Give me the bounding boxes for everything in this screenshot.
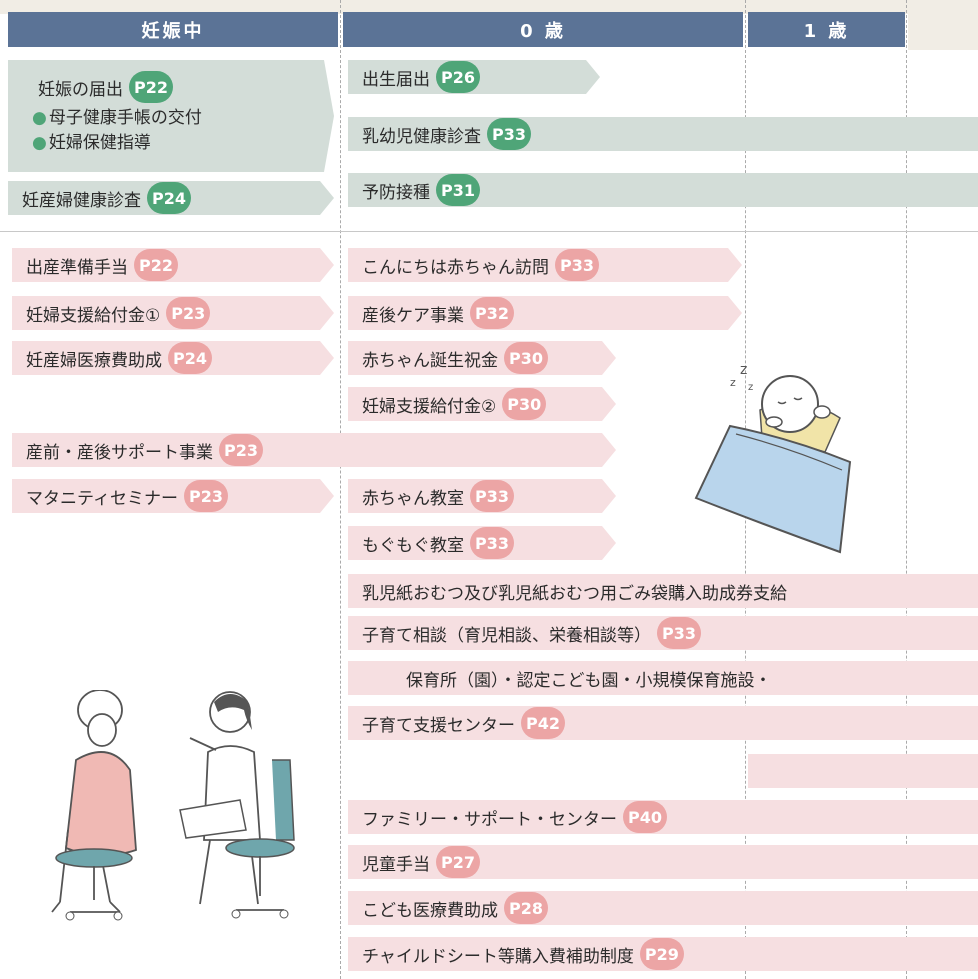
- page-badge[interactable]: P27: [436, 846, 480, 878]
- divider-pregnancy-age0: [340, 0, 341, 979]
- service-bar: 保育所（園）・認定こども園・小規模保育施設・: [348, 661, 978, 695]
- page-badge[interactable]: P22: [134, 249, 178, 281]
- mother-doctor-illustration: [51, 690, 295, 921]
- svg-text:z: z: [730, 376, 736, 389]
- page-badge[interactable]: P26: [436, 61, 480, 93]
- top-strip: [0, 0, 978, 14]
- page-badge[interactable]: P31: [436, 174, 480, 206]
- page-badge[interactable]: P42: [521, 707, 565, 739]
- page-badge[interactable]: P29: [639, 938, 684, 970]
- page-badge[interactable]: P33: [487, 118, 531, 150]
- sleeping-baby-illustration: z z z: [694, 362, 852, 554]
- svg-text:z: z: [748, 382, 753, 393]
- divider-age1-age2: [906, 0, 907, 979]
- page-badge[interactable]: P24: [168, 342, 212, 374]
- page-badge[interactable]: P33: [555, 249, 599, 281]
- page-badge[interactable]: P30: [502, 388, 546, 420]
- bullet-icon: ●: [32, 133, 47, 153]
- right-strip: [908, 0, 978, 50]
- section-divider: [0, 231, 978, 232]
- page-badge[interactable]: P40: [623, 801, 667, 833]
- svg-text:z: z: [740, 362, 747, 378]
- page-badge[interactable]: P33: [657, 617, 701, 649]
- page-badge[interactable]: P23: [184, 480, 228, 512]
- page-badge[interactable]: P22: [129, 71, 173, 103]
- page-badge[interactable]: P28: [504, 892, 548, 924]
- pregnancy-notification-box: 妊娠の届出 P22 ●母子健康手帳の交付 ●妊婦保健指導: [8, 60, 334, 172]
- service-bar: 子育て相談（育児相談、栄養相談等）P33: [348, 616, 978, 650]
- header-pregnancy: 妊娠中: [8, 12, 338, 47]
- page-badge[interactable]: P23: [219, 434, 263, 466]
- header-age0: 0 歳: [343, 12, 743, 47]
- page-badge[interactable]: P33: [470, 527, 514, 559]
- service-bar-extension: [748, 754, 978, 788]
- page-badge[interactable]: P24: [147, 182, 191, 214]
- service-bar: 乳児紙おむつ及び乳児紙おむつ用ごみ袋購入助成券支給: [348, 574, 978, 608]
- page-badge[interactable]: P30: [504, 342, 548, 374]
- page-badge[interactable]: P32: [470, 297, 514, 329]
- notification-label: 妊娠の届出: [38, 79, 123, 100]
- page-badge[interactable]: P33: [470, 480, 514, 512]
- page-badge[interactable]: P23: [166, 297, 210, 329]
- bullet-icon: ●: [32, 108, 47, 128]
- bullet-item: ●妊婦保健指導: [32, 133, 151, 153]
- bullet-item: ●母子健康手帳の交付: [32, 108, 202, 128]
- header-age1: 1 歳: [748, 12, 905, 47]
